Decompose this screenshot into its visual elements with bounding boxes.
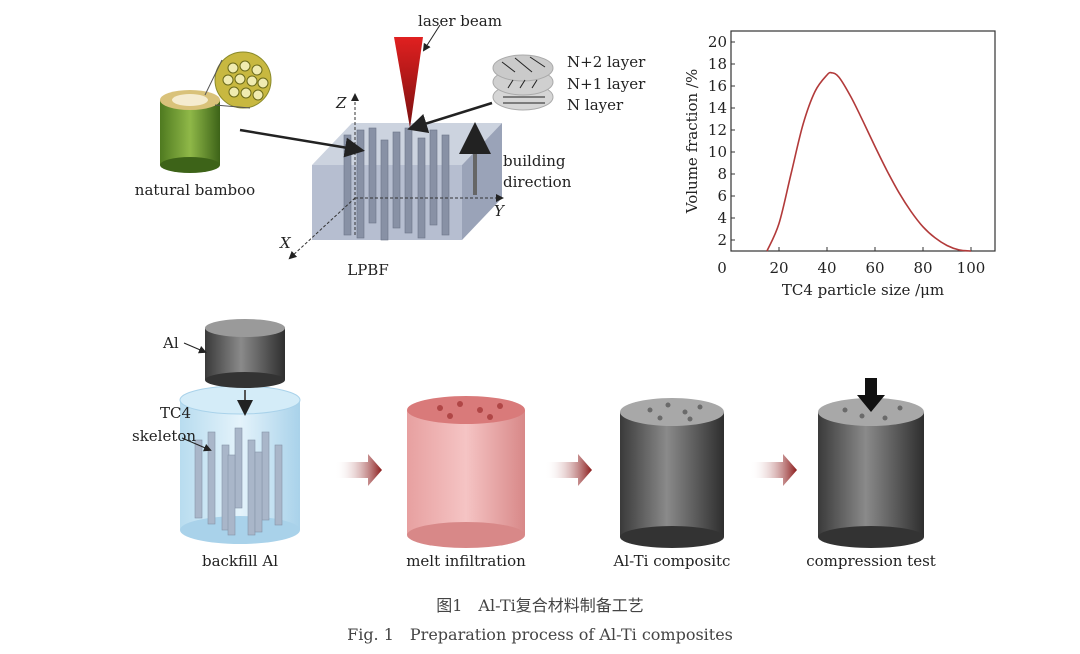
al-label: Al bbox=[162, 334, 179, 352]
step-label-melt-infiltration: melt infiltration bbox=[406, 552, 526, 570]
composite-illustration bbox=[620, 398, 724, 548]
backfill-illustration bbox=[179, 319, 301, 544]
y-tick-label: 18 bbox=[708, 55, 727, 73]
layer-n1-label: N+1 layer bbox=[567, 75, 646, 93]
compression-arrow-icon bbox=[857, 378, 885, 412]
chart-frame bbox=[730, 30, 996, 252]
chart-xlabel: TC4 particle size /μm bbox=[782, 281, 944, 299]
caption-chinese: 图1 Al-Ti复合材料制备工艺 bbox=[436, 596, 643, 615]
y-tick-label: 16 bbox=[708, 77, 727, 95]
bamboo-illustration bbox=[160, 51, 272, 173]
laser-beam-cone bbox=[394, 37, 423, 128]
x-tick-label: 80 bbox=[913, 259, 932, 277]
x-tick-label: 0 bbox=[717, 259, 727, 277]
y-tick-label: 6 bbox=[717, 187, 727, 205]
step-label-composite: Al-Ti compositc bbox=[613, 552, 731, 570]
layer-n2-label: N+2 layer bbox=[567, 53, 646, 71]
lpbf-label: LPBF bbox=[347, 261, 388, 279]
step-label-backfill: backfill Al bbox=[202, 552, 278, 570]
tc4-label-2: skeleton bbox=[132, 427, 196, 445]
y-tick-label: 8 bbox=[717, 165, 727, 183]
distribution-curve bbox=[766, 71, 972, 252]
y-tick-label: 2 bbox=[717, 231, 727, 249]
axis-y-label: Y bbox=[494, 202, 506, 220]
particle-size-chart: 0 20 40 60 80 100 2 4 6 8 10 12 14 16 18 20 TC4 particl… bbox=[683, 30, 996, 299]
axis-x-label: X bbox=[279, 234, 292, 252]
y-tick-label: 4 bbox=[717, 209, 727, 227]
y-tick-label: 12 bbox=[708, 121, 727, 139]
caption-english: Fig. 1 Preparation process of Al-Ti comp… bbox=[347, 625, 733, 644]
laser-beam-label: laser beam bbox=[418, 12, 502, 30]
y-tick-label: 20 bbox=[708, 33, 727, 51]
process-flow-arrows bbox=[335, 454, 797, 486]
building-direction-label-2: direction bbox=[503, 173, 572, 191]
x-tick-label: 40 bbox=[817, 259, 836, 277]
building-direction-label-1: building bbox=[503, 152, 566, 170]
axis-z-label: Z bbox=[335, 94, 347, 112]
layer-n-label: N layer bbox=[567, 96, 624, 114]
step-label-compression-test: compression test bbox=[806, 552, 936, 570]
x-tick-label: 60 bbox=[865, 259, 884, 277]
tc4-label-1: TC4 bbox=[160, 404, 191, 422]
lpbf-block bbox=[239, 93, 504, 260]
melt-infiltration-illustration bbox=[407, 396, 525, 548]
x-tick-label: 100 bbox=[957, 259, 986, 277]
natural-bamboo-label: natural bamboo bbox=[135, 181, 255, 199]
y-tick-label: 14 bbox=[708, 99, 727, 117]
scan-layers-illustration bbox=[407, 54, 554, 134]
chart-ylabel: Volume fraction /% bbox=[683, 69, 701, 214]
compression-test-illustration bbox=[818, 378, 924, 548]
y-tick-label: 10 bbox=[708, 143, 727, 161]
x-tick-label: 20 bbox=[769, 259, 788, 277]
